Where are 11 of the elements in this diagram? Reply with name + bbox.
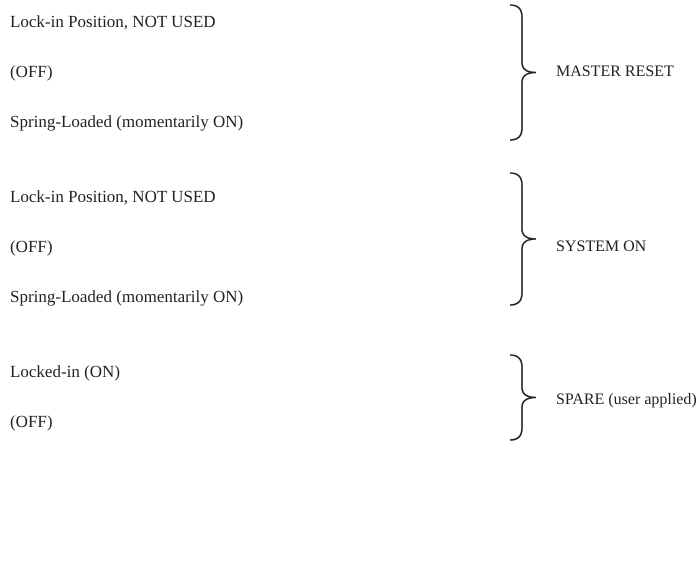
switch-position-label: (OFF) bbox=[10, 237, 53, 257]
switch-function-label: SPARE (user applied) bbox=[556, 390, 697, 410]
switch-position-label: Spring-Loaded (momentarily ON) bbox=[10, 287, 244, 307]
switch-position-label: (OFF) bbox=[10, 62, 53, 82]
switch-position-label: Lock-in Position, NOT USED bbox=[10, 187, 216, 207]
switch-function-label: SYSTEM ON bbox=[556, 237, 646, 257]
switch-position-label: (OFF) bbox=[10, 412, 53, 432]
switch-position-label: Spring-Loaded (momentarily ON) bbox=[10, 112, 244, 132]
switch-function-label: MASTER RESET bbox=[556, 62, 674, 82]
switch-position-label: Locked-in (ON) bbox=[10, 362, 120, 382]
switch-position-label: Lock-in Position, NOT USED bbox=[10, 12, 216, 32]
